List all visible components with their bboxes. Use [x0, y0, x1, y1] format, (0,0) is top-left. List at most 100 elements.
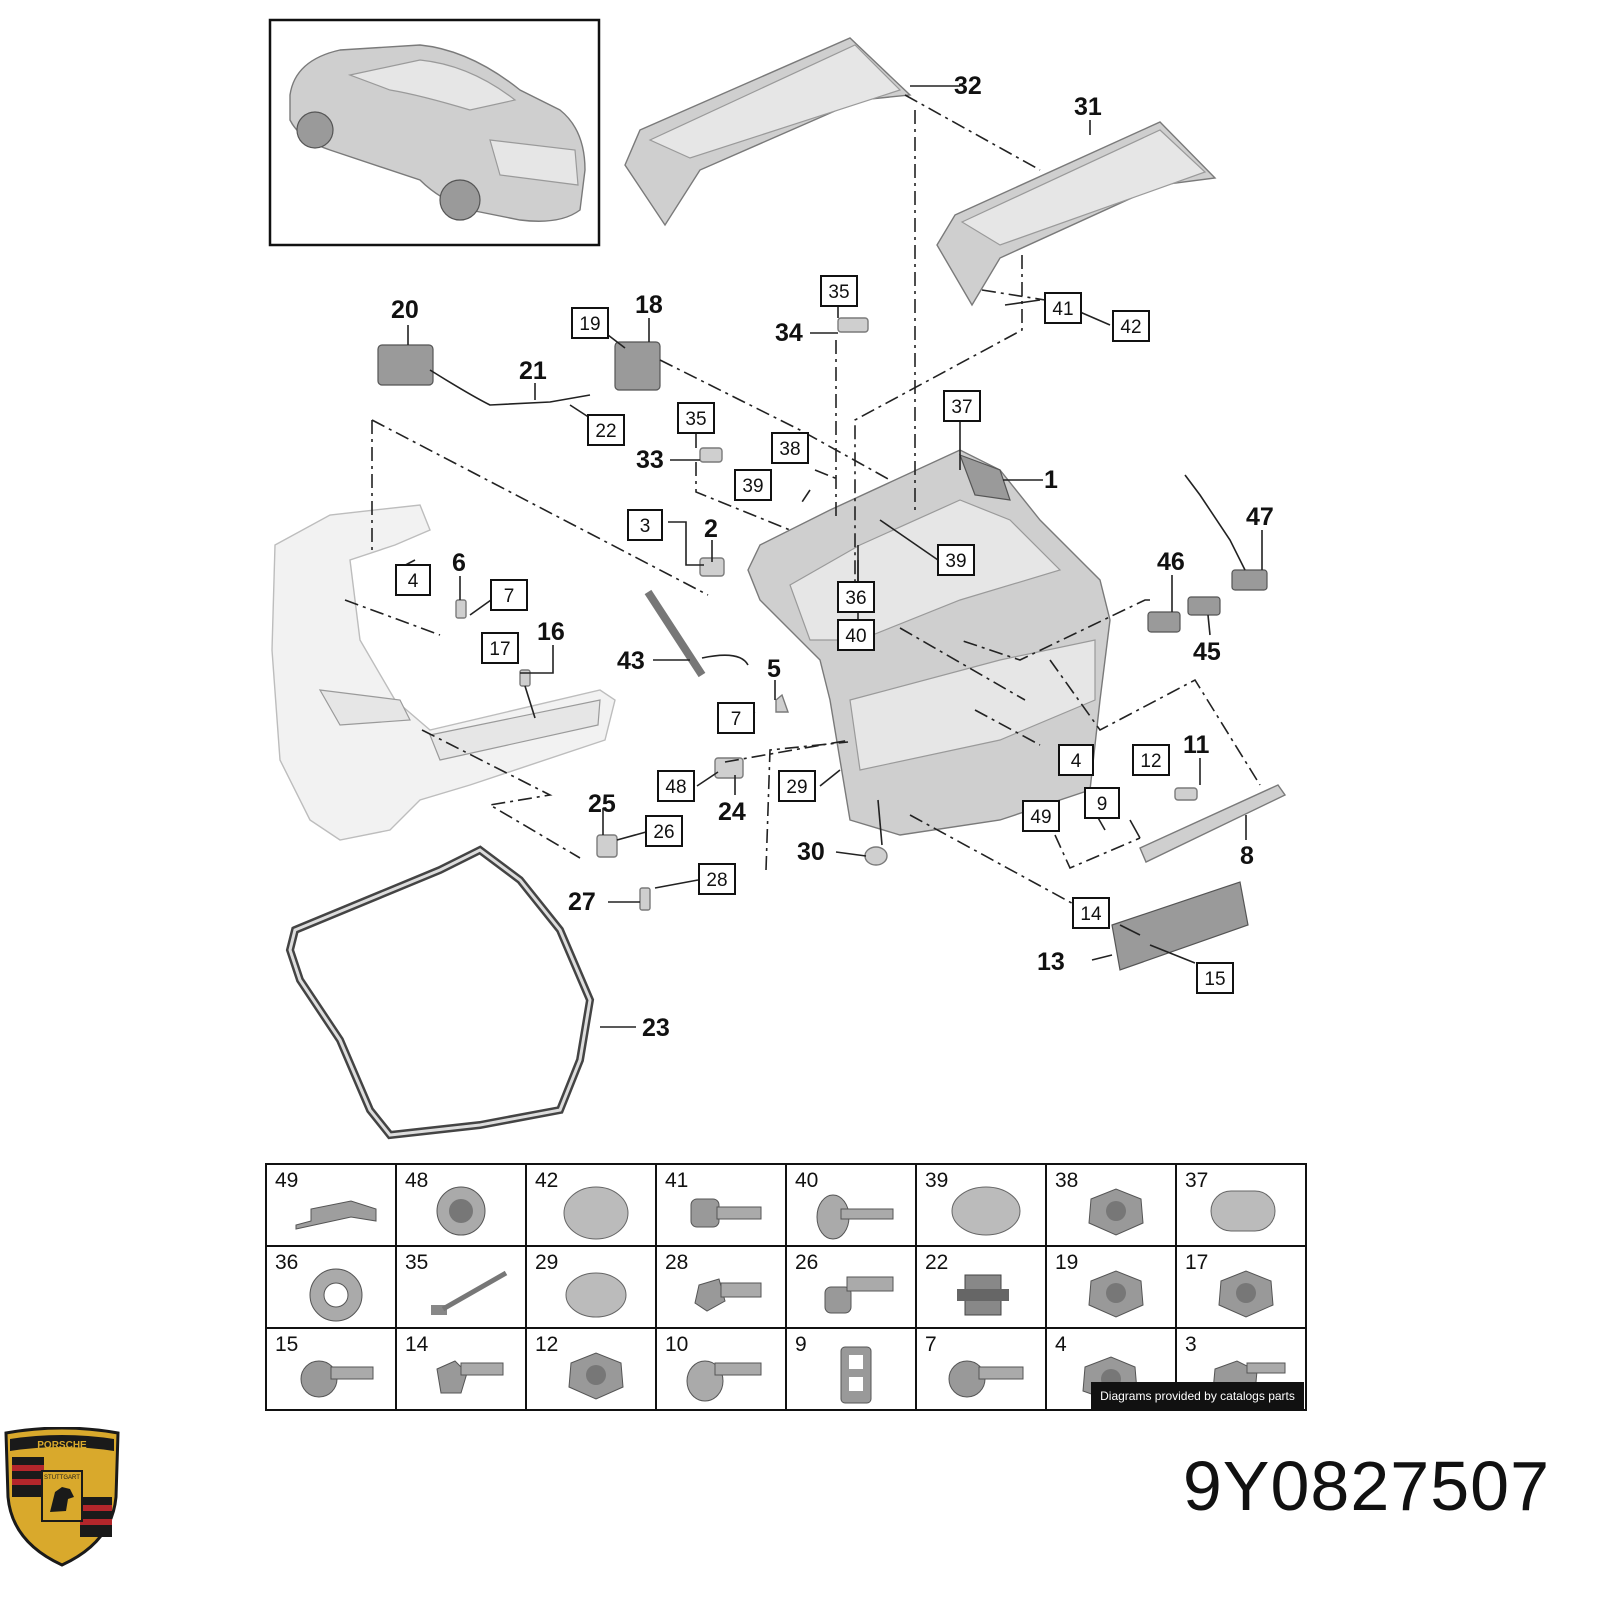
callout-label: 39	[742, 476, 763, 497]
crest-top-text: PORSCHE	[37, 1440, 87, 1451]
callout-label: 2	[704, 515, 718, 543]
callout-box	[1058, 744, 1094, 776]
callout-label: 31	[1074, 93, 1102, 121]
credit-banner: Diagrams provided by catalogs parts	[1091, 1382, 1304, 1410]
small-parts	[377, 317, 1287, 971]
car-thumbnail-icon	[289, 44, 586, 222]
callout-label: 8	[1240, 842, 1254, 870]
hardware-item-number: 7	[925, 1333, 937, 1356]
callout-label: 4	[1071, 751, 1082, 772]
hardware-part-icon	[291, 1179, 381, 1241]
hardware-item-number: 4	[1055, 1333, 1067, 1356]
callout-box	[837, 619, 875, 651]
spoiler-upper	[624, 37, 912, 227]
hardware-cell: 41	[655, 1163, 787, 1247]
hardware-item-number: 22	[925, 1251, 949, 1274]
callout-box	[1044, 292, 1082, 324]
hardware-part-icon	[551, 1179, 641, 1241]
callout-box	[571, 307, 609, 339]
callout-label: 20	[391, 296, 419, 324]
callout-box	[1072, 897, 1110, 929]
callout-label: 37	[951, 397, 972, 418]
hardware-cell: 26	[785, 1245, 917, 1329]
hardware-cell: 42	[525, 1163, 657, 1247]
callout-label: 16	[537, 618, 565, 646]
lamp-icon	[1231, 569, 1268, 591]
callout-label: 7	[731, 709, 742, 730]
hardware-item-number: 10	[665, 1333, 689, 1356]
hardware-item-number: 3	[1185, 1333, 1197, 1356]
callout-label: 18	[635, 291, 663, 319]
callout-label: 3	[640, 516, 651, 537]
hinge-icon	[837, 317, 869, 333]
callout-box	[943, 390, 981, 422]
cable-icon	[1184, 474, 1246, 571]
callout-box	[734, 469, 772, 501]
callout-label: 22	[595, 421, 616, 442]
car-body-outline	[271, 504, 616, 841]
callout-label: 7	[504, 586, 515, 607]
callout-label: 28	[706, 870, 727, 891]
callout-label: 42	[1120, 317, 1141, 338]
callout-label: 39	[945, 551, 966, 572]
hardware-item-number: 12	[535, 1333, 559, 1356]
callout-label: 46	[1157, 548, 1185, 576]
hardware-part-icon	[681, 1261, 771, 1323]
callout-box	[1112, 310, 1150, 342]
hardware-part-icon	[551, 1343, 641, 1405]
callout-label: 35	[828, 282, 849, 303]
hardware-part-icon	[941, 1179, 1031, 1241]
callout-label: 35	[685, 409, 706, 430]
clip-icon	[775, 693, 789, 713]
hardware-cell: 12	[525, 1327, 657, 1411]
callout-label: 15	[1204, 969, 1225, 990]
latch-icon	[614, 341, 661, 391]
hardware-cell: 17	[1175, 1245, 1307, 1329]
hardware-part-icon	[941, 1343, 1031, 1405]
callout-box	[1196, 962, 1234, 994]
callout-label: 43	[617, 647, 645, 675]
callout-box	[490, 579, 528, 611]
callout-label: 6	[452, 549, 466, 577]
cap-icon	[864, 846, 888, 866]
hardware-item-number: 39	[925, 1169, 949, 1192]
callout-box	[837, 581, 875, 613]
hardware-cell: 29	[525, 1245, 657, 1329]
lamp-icon	[1187, 596, 1221, 616]
callout-label: 25	[588, 790, 616, 818]
fastener-icon	[596, 834, 618, 858]
callout-label: 24	[718, 798, 746, 826]
hardware-item-number: 15	[275, 1333, 299, 1356]
leader-lines	[344, 94, 1261, 914]
callout-label: 41	[1052, 299, 1073, 320]
hardware-cell: 37	[1175, 1163, 1307, 1247]
callout-box	[820, 275, 858, 307]
callout-box	[1084, 787, 1120, 819]
callout-label: 29	[786, 777, 807, 798]
callout-label: 17	[489, 639, 510, 660]
callout-label: 30	[797, 838, 825, 866]
hardware-item-number: 40	[795, 1169, 819, 1192]
hardware-part-icon	[421, 1179, 511, 1241]
seal-icon	[285, 845, 595, 1140]
hardware-part-icon	[811, 1343, 901, 1405]
hardware-item-number: 17	[1185, 1251, 1209, 1274]
callout-box	[778, 770, 816, 802]
hardware-cell: 19	[1045, 1245, 1177, 1329]
hardware-part-icon	[681, 1343, 771, 1405]
hardware-part-icon	[551, 1261, 641, 1323]
callout-label: 12	[1140, 751, 1161, 772]
tailgate-seal	[285, 845, 595, 1140]
bracket-icon	[1111, 881, 1249, 971]
callout-label: 45	[1193, 638, 1221, 666]
hardware-item-number: 48	[405, 1169, 429, 1192]
hardware-part-icon	[1071, 1179, 1161, 1241]
callout-label: 27	[568, 888, 596, 916]
callout-label: 23	[642, 1014, 670, 1042]
callout-box	[645, 815, 683, 847]
callout-box	[627, 509, 663, 541]
hardware-cell: 35	[395, 1245, 527, 1329]
